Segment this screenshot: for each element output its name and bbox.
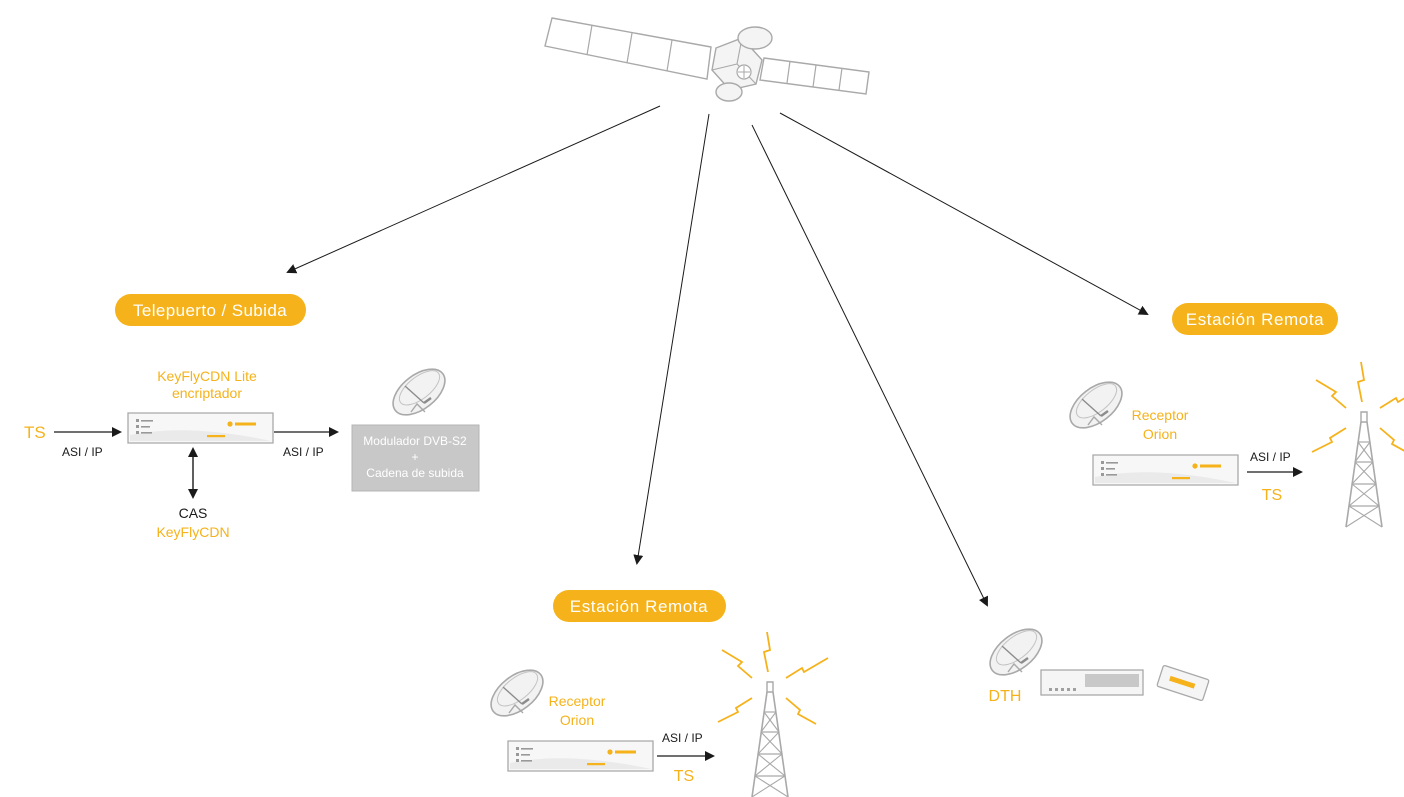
rack-unit-icon [507, 740, 654, 772]
badge-remote-right-label: Estación Remota [1186, 310, 1324, 329]
badge-uplink-label: Telepuerto / Subida [133, 301, 287, 320]
set-top-box-icon [1040, 669, 1144, 696]
remote-bottom-ts: TS [674, 768, 694, 785]
dth-label: DTH [989, 688, 1022, 705]
modulator-chain: Cadena de subida [366, 466, 464, 480]
link-to-dth [751, 124, 988, 607]
link-to-remote-bottom [633, 113, 710, 565]
uplink-section: TS ASI / IP KeyFlyCDN Lite encriptador C… [24, 358, 480, 540]
cas-label: CAS [179, 505, 208, 521]
dth-section: DTH [980, 618, 1210, 705]
badge-remote-bottom: Estación Remota [553, 590, 726, 622]
antenna-tower-icon [717, 631, 829, 797]
uplink-ts-label: TS [24, 423, 46, 442]
receiver-bottom-name: Receptor [549, 693, 606, 709]
encryptor-role: encriptador [172, 385, 242, 401]
antenna-tower-icon [1311, 361, 1404, 528]
satellite-icon [544, 17, 870, 102]
link-to-uplink [286, 105, 661, 274]
dish-icon [1060, 371, 1132, 439]
smart-card-icon [1156, 664, 1210, 702]
cas-system-name: KeyFlyCDN [156, 524, 229, 540]
modulator-box [351, 424, 480, 492]
rack-unit-icon [127, 412, 274, 444]
rack-unit-icon [1092, 454, 1239, 486]
badge-remote-right: Estación Remota [1172, 303, 1338, 335]
modulator-title: Modulador DVB-S2 [363, 434, 467, 448]
receiver-bottom-model: Orion [560, 712, 594, 728]
encryptor-name: KeyFlyCDN Lite [157, 368, 257, 384]
remote-station-right: Receptor Orion ASI / IP TS [1060, 361, 1404, 528]
satellite-links [286, 105, 1149, 607]
remote-right-asi-ip: ASI / IP [1250, 450, 1291, 464]
badge-remote-bottom-label: Estación Remota [570, 597, 708, 616]
receiver-right-model: Orion [1143, 426, 1177, 442]
remote-bottom-asi-ip: ASI / IP [662, 731, 703, 745]
uplink-asi-ip-in: ASI / IP [62, 445, 103, 459]
dish-icon [383, 358, 455, 426]
remote-station-bottom: Receptor Orion ASI / IP TS [481, 631, 829, 797]
receiver-right-name: Receptor [1132, 407, 1189, 423]
remote-right-ts: TS [1262, 487, 1282, 504]
dish-icon [980, 618, 1052, 686]
modulator-plus: + [411, 450, 418, 464]
dish-icon [481, 659, 553, 727]
badge-uplink: Telepuerto / Subida [115, 294, 306, 326]
link-to-remote-right [779, 112, 1149, 315]
uplink-asi-ip-out: ASI / IP [283, 445, 324, 459]
